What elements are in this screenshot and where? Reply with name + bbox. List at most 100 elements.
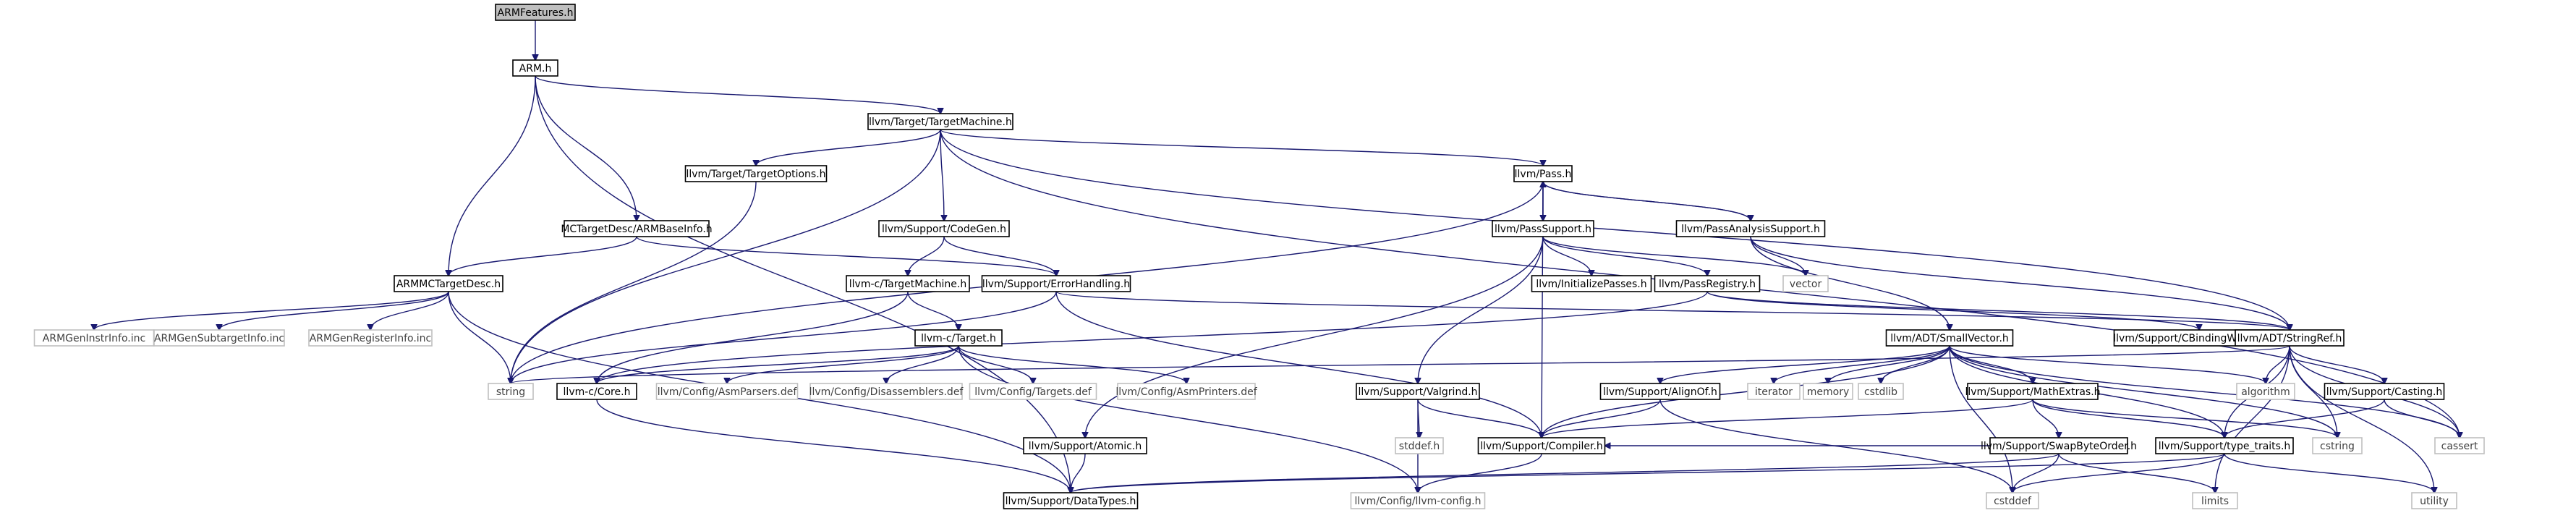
node-llvm-support-datatypes-h[interactable]: llvm/Support/DataTypes.h [1003, 492, 1139, 509]
node-box [684, 165, 828, 182]
node-arm-h[interactable]: ARM.h [512, 59, 558, 77]
edge-errorhandling-to-compiler [1055, 291, 1542, 438]
node-cstdlib: cstdlib [1858, 383, 1904, 400]
node-llvm-initializepasses-h[interactable]: llvm/InitializePasses.h [1531, 275, 1652, 292]
node-llvm-support-alignof-h[interactable]: llvm/Support/AlignOf.h [1599, 383, 1721, 400]
node-box [914, 329, 1003, 347]
node-box [2434, 437, 2485, 454]
node-label: llvm/Support/MathExtras.h [1965, 386, 2100, 398]
node-llvm-support-casting-h[interactable]: llvm/Support/Casting.h [2324, 383, 2445, 400]
edge-smallvector-to-algorithm [1949, 345, 2266, 383]
edge-mathextras-to-swapbyteorder [2032, 399, 2059, 438]
edge-stringref-to-algorithm [2266, 345, 2290, 383]
node-label: memory [1807, 386, 1850, 398]
edge-casting-to-typetraits [2224, 399, 2385, 438]
node-label: llvm/Support/Atomic.h [1029, 441, 1142, 452]
node-label: ARMGenInstrInfo.inc [43, 333, 145, 344]
node-llvm-target-targetmachine-h[interactable]: llvm/Target/TargetMachine.h [867, 113, 1013, 130]
node-label: llvm/Support/Valgrind.h [1358, 386, 1477, 398]
node-box [1003, 492, 1139, 509]
node-label: llvm/Config/Targets.def [974, 386, 1092, 398]
node-label: llvm/Config/AsmPrinters.def [1115, 386, 1257, 398]
node-llvm-c-targetmachine-h[interactable]: llvm-c/TargetMachine.h [846, 275, 970, 292]
node-box [2155, 437, 2294, 454]
edge-passsupport-to-valgrind [1418, 236, 1544, 383]
node-box [1492, 220, 1594, 237]
edge-arm-to-armmctargetdesc [449, 75, 536, 276]
edge-passregistry-to-stringref [1706, 291, 2290, 330]
edge-alignof-to-compiler [1542, 399, 1661, 438]
node-armfeatures-h[interactable]: ARMFeatures.h [495, 4, 576, 21]
node-llvm-support-compiler-h[interactable]: llvm/Support/Compiler.h [1477, 437, 1606, 454]
edge-targetmachine-to-targetoptions [756, 129, 941, 166]
node-label: MCTargetDesc/ARMBaseInfo.h [561, 224, 712, 235]
node-llvm-support-mathextras-h[interactable]: llvm/Support/MathExtras.h [1965, 383, 2101, 400]
edge-passregistry-to-cbinding [1706, 291, 2199, 330]
node-box [809, 383, 963, 400]
edge-valgrind-to-compiler [1417, 399, 1542, 438]
node-llvm-c-core-h[interactable]: llvm-c/Core.h [556, 383, 637, 400]
edge-casting-to-cassert [2384, 399, 2460, 438]
node-cstddef: cstddef [1986, 492, 2039, 509]
node-label: ARMGenSubtargetInfo.inc [154, 333, 284, 344]
edge-armbaseinfo-to-armmctargetdesc [449, 236, 637, 276]
edge-passsupport-to-vector [1542, 236, 1806, 276]
edge-stringref-to-utility [2289, 345, 2434, 493]
node-label: ARM.h [519, 63, 552, 75]
node-llvm-passsupport-h[interactable]: llvm/PassSupport.h [1492, 220, 1594, 237]
node-label: algorithm [2241, 386, 2290, 398]
node-box [556, 383, 637, 400]
node-label: llvm-c/TargetMachine.h [849, 279, 966, 290]
node-llvm-support-valgrind-h[interactable]: llvm/Support/Valgrind.h [1356, 383, 1480, 400]
node-llvm-target-targetoptions-h[interactable]: llvm/Target/TargetOptions.h [684, 165, 828, 182]
node-box [1531, 275, 1652, 292]
node-llvm-support-type-traits-h[interactable]: llvm/Support/type_traits.h [2155, 437, 2294, 454]
node-iterator: iterator [1747, 383, 1801, 400]
node-algorithm: algorithm [2236, 383, 2295, 400]
node-box [1599, 383, 1721, 400]
node-armgensubtargetinfo-inc: ARMGenSubtargetInfo.inc [153, 329, 285, 347]
node-llvm-config-targets-def: llvm/Config/Targets.def [969, 383, 1097, 400]
node-llvm-passanalysissupport-h[interactable]: llvm/PassAnalysisSupport.h [1675, 220, 1826, 237]
node-llvm-c-target-h[interactable]: llvm-c/Target.h [914, 329, 1003, 347]
edge-mathextras-to-compiler [1542, 399, 2033, 438]
node-label: llvm/Support/type_traits.h [2159, 441, 2291, 452]
edge-passanalysis-to-smallvector [1750, 236, 1950, 330]
node-mctargetdesc-armbaseinfo-h[interactable]: MCTargetDesc/ARMBaseInfo.h [561, 220, 713, 237]
node-llvm-support-errorhandling-h[interactable]: llvm/Support/ErrorHandling.h [981, 275, 1131, 292]
node-label: llvm/Config/AsmParsers.def [658, 386, 798, 398]
edge-mathextras-to-typetraits [2032, 399, 2224, 438]
node-llvm-adt-stringref-h[interactable]: llvm/ADT/StringRef.h [2235, 329, 2345, 347]
node-llvm-support-atomic-h[interactable]: llvm/Support/Atomic.h [1023, 437, 1147, 454]
node-label: llvm/Support/Casting.h [2326, 386, 2443, 398]
node-llvm-passregistry-h[interactable]: llvm/PassRegistry.h [1654, 275, 1761, 292]
node-box [878, 220, 1010, 237]
node-label: llvm/Pass.h [1515, 169, 1572, 180]
node-box [1395, 437, 1444, 454]
node-box [512, 59, 558, 77]
node-label: llvm/Support/AlignOf.h [1603, 386, 1717, 398]
node-box [394, 275, 503, 292]
edge-stringref-to-string [511, 345, 2290, 383]
node-armmctargetdesc-h[interactable]: ARMMCTargetDesc.h [394, 275, 503, 292]
node-box [2192, 492, 2238, 509]
edge-swapbyteorder-to-limits [2058, 453, 2215, 493]
edge-smallvector-to-cstddef [1949, 345, 2012, 493]
node-label: llvm/PassAnalysisSupport.h [1681, 224, 1820, 235]
edge-passanalysis-to-stringref [1750, 236, 2290, 330]
node-box [1023, 437, 1147, 454]
edge-swapbyteorder-to-datatypes [1071, 453, 2059, 493]
node-llvm-adt-smallvector-h[interactable]: llvm/ADT/SmallVector.h [1885, 329, 2014, 347]
node-memory: memory [1803, 383, 1853, 400]
node-llvm-support-codegen-h[interactable]: llvm/Support/CodeGen.h [878, 220, 1010, 237]
node-llvm-pass-h[interactable]: llvm/Pass.h [1513, 165, 1573, 182]
node-armgenregisterinfo-inc: ARMGenRegisterInfo.inc [308, 329, 433, 347]
node-label: llvm/ADT/SmallVector.h [1890, 333, 2009, 344]
edge-passanalysis-to-pass [1543, 182, 1751, 221]
node-vector: vector [1782, 275, 1829, 292]
edge-typetraits-to-cstddef [2012, 453, 2225, 493]
node-armgeninstrinfo-inc: ARMGenInstrInfo.inc [33, 329, 155, 347]
node-llvm-support-swapbyteorder-h[interactable]: llvm/Support/SwapByteOrder.h [1981, 437, 2137, 454]
edge-arm-to-targetmachine [535, 75, 940, 114]
